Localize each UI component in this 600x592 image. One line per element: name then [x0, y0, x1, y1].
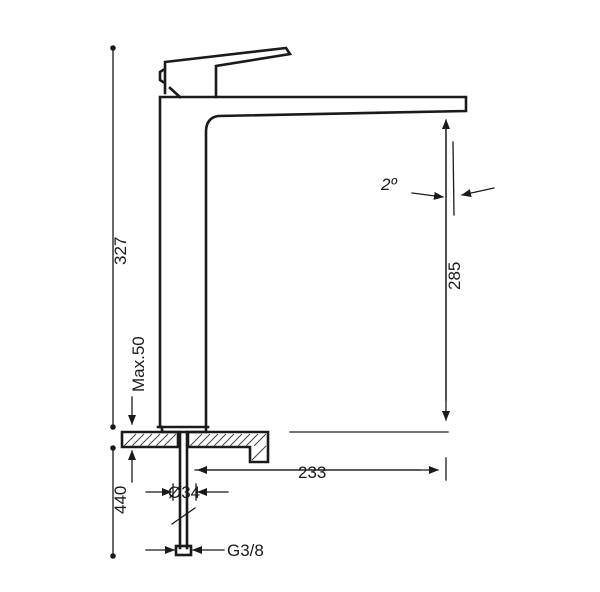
hole-diameter-dimension: [145, 483, 229, 501]
reach-label: 233: [298, 463, 326, 482]
thread-label: G3/8: [227, 541, 264, 560]
angle-indicator: [411, 141, 495, 216]
counter-thickness-label: Max.50: [129, 336, 148, 392]
total-height-label: 327: [111, 237, 130, 265]
below-counter-label: 440: [111, 486, 130, 514]
supply-pipe: [171, 430, 196, 557]
hole-diameter-label: Ø34: [168, 483, 200, 502]
counter-section: [120, 430, 449, 464]
reach-dimension: [194, 457, 447, 481]
left-dimension-lines: [110, 45, 136, 559]
faucet-body: [156, 95, 468, 434]
handle-lever: [158, 46, 293, 99]
spout-angle-label: 2º: [380, 175, 397, 194]
spout-height-label: 285: [445, 262, 464, 290]
